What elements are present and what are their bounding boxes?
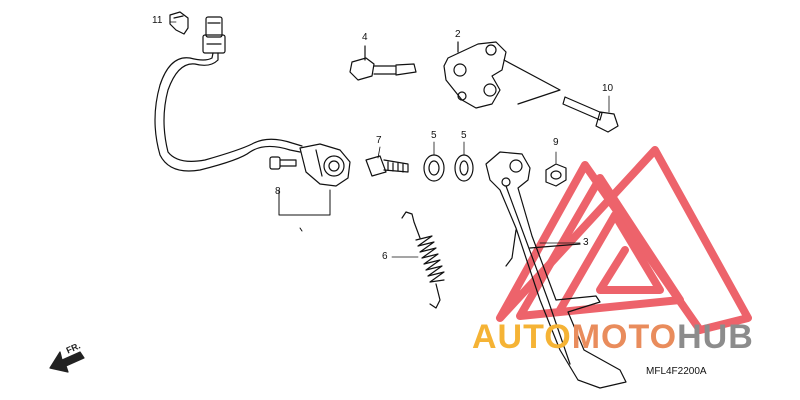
callout-8: 8: [275, 186, 281, 197]
bolt-part-8: [269, 156, 297, 170]
spring-part-6: [401, 211, 445, 309]
watermark-logo: [496, 146, 752, 334]
callout-11: 11: [152, 15, 163, 26]
callout-5-b: 5: [461, 130, 467, 141]
leader-part-8: [278, 189, 331, 232]
front-direction-arrow-icon: [49, 351, 85, 373]
watermark-part-hub: HUB: [677, 318, 754, 356]
diagram-code: MFL4F2200A: [646, 366, 707, 377]
washer-part-5-a: [423, 154, 445, 182]
sidestand-switch: [299, 143, 351, 187]
switch-harness: [154, 16, 303, 172]
bolt-part-10: [503, 59, 619, 133]
callout-9: 9: [553, 137, 559, 148]
leader-lines: [169, 21, 610, 258]
callout-2: 2: [455, 29, 461, 40]
clip-part-11: [169, 11, 189, 35]
sidestand-part-3: [485, 151, 627, 389]
pin-part-7: [365, 155, 409, 177]
watermark-part-moto: MOTO: [571, 318, 678, 356]
callout-3: 3: [583, 237, 589, 248]
nut-part-9: [545, 163, 567, 187]
callout-5-a: 5: [431, 130, 437, 141]
watermark-text: AUTOMOTOHUB: [472, 318, 754, 357]
watermark-part-auto: AUTO: [472, 318, 572, 356]
callout-10: 10: [602, 83, 614, 94]
callout-6: 6: [382, 251, 388, 262]
washer-part-5-b: [454, 154, 474, 182]
bolt-part-4: [349, 45, 417, 81]
callout-7: 7: [376, 135, 382, 146]
callout-4: 4: [362, 32, 368, 43]
plate-part-2: [443, 41, 507, 109]
